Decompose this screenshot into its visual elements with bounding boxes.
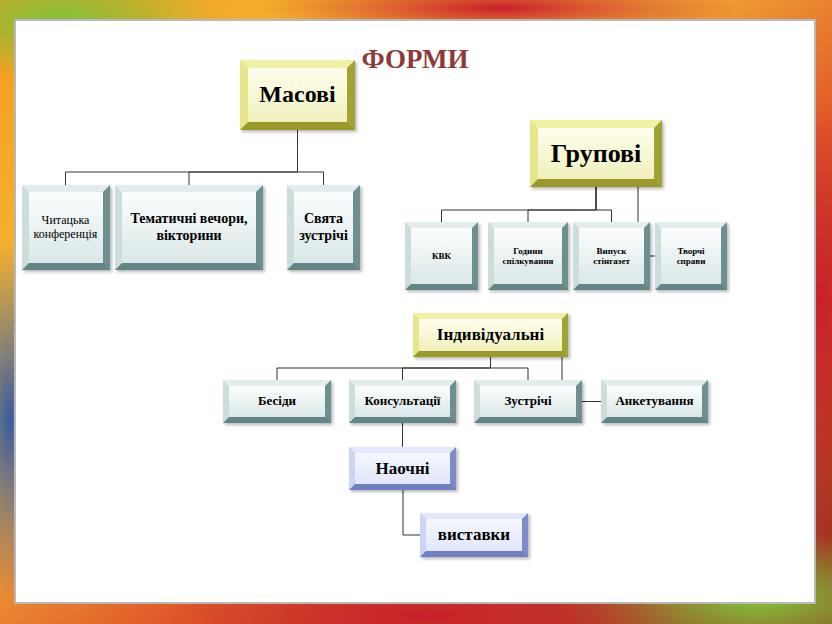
box-text: Випуск стінгазет: [579, 246, 644, 267]
tree-connector: [528, 187, 596, 222]
form-box: Випуск стінгазет: [573, 222, 650, 290]
form-box: КВК: [405, 222, 478, 290]
box-text: Години спілкування: [494, 246, 562, 267]
form-box: Тематичні вечори, вікторини: [115, 185, 263, 270]
form-box: Бесіди: [223, 380, 331, 423]
form-box: Наочні: [349, 447, 456, 490]
box-text: Творчі справи: [661, 246, 721, 267]
form-box: Групові: [530, 120, 662, 187]
box-text: Читацька конференція: [29, 214, 103, 242]
tree-connector: [298, 130, 324, 185]
tree-connector: [596, 187, 612, 222]
tree-connector: [442, 187, 597, 222]
form-box: Творчі справи: [655, 222, 727, 290]
tree-connector: [277, 357, 491, 380]
form-box: Читацька конференція: [22, 185, 110, 270]
box-text: Анкетування: [612, 394, 696, 409]
box-text: Свята зустрічі: [294, 211, 353, 243]
form-box: Години спілкування: [488, 222, 568, 290]
form-box: Індивідуальні: [413, 313, 568, 357]
box-text: виставки: [435, 525, 513, 545]
form-box: Анкетування: [601, 380, 708, 423]
tree-connector: [403, 490, 420, 535]
box-text: Групові: [548, 139, 645, 169]
form-box: Зустрічі: [474, 380, 582, 423]
form-box: Свята зустрічі: [287, 185, 360, 270]
box-text: Зустрічі: [501, 394, 554, 409]
box-text: Масові: [256, 81, 338, 109]
tree-connector: [402, 423, 403, 447]
tree-connector: [403, 357, 491, 380]
box-text: Індивідуальні: [434, 325, 547, 345]
tree-connector: [491, 357, 529, 380]
form-box: Консультації: [349, 380, 456, 423]
box-text: Наочні: [373, 459, 433, 479]
tree-connector: [66, 130, 298, 185]
form-box: Масові: [240, 60, 355, 130]
tree-connector: [189, 130, 298, 185]
box-text: Тематичні вечори, вікторини: [122, 211, 256, 243]
box-text: Бесіди: [255, 394, 299, 409]
box-text: Консультації: [362, 394, 444, 409]
form-box: виставки: [420, 513, 528, 557]
box-text: КВК: [429, 251, 454, 261]
